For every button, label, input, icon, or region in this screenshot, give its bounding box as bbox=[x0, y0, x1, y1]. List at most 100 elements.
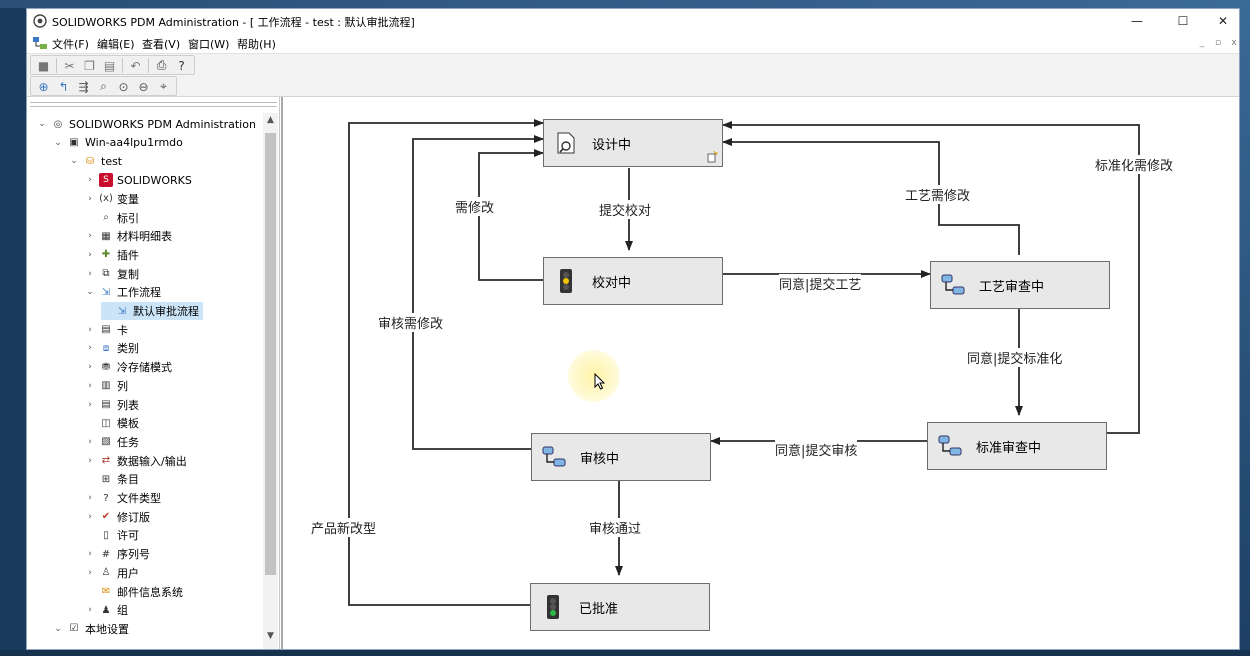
state-process-review[interactable]: 工艺审查中 bbox=[930, 261, 1110, 309]
tree-item[interactable]: ›♙用户 bbox=[85, 564, 139, 582]
chevron-right-icon[interactable]: › bbox=[88, 249, 92, 260]
tree-item[interactable]: ›?文件类型 bbox=[85, 489, 161, 507]
align-icon[interactable]: ⇶ bbox=[78, 79, 89, 94]
tree-item[interactable]: ›#序列号 bbox=[85, 545, 150, 563]
mdi-restore-button[interactable]: ▫ bbox=[1214, 38, 1222, 48]
transition-label-standard-revision[interactable]: 标准化需修改 bbox=[1095, 155, 1174, 174]
tree-item[interactable]: ›⇄数据输入/输出 bbox=[85, 452, 187, 470]
state-approved[interactable]: 已批准 bbox=[530, 583, 710, 631]
toolbar-separator bbox=[122, 58, 123, 73]
paste-icon[interactable]: ▤ bbox=[103, 58, 116, 73]
chevron-right-icon[interactable]: › bbox=[88, 380, 92, 391]
traffic-light-green-icon bbox=[541, 595, 565, 619]
tree-item[interactable]: ›▤列表 bbox=[85, 396, 139, 414]
transition-label-agree-process[interactable]: 同意|提交工艺 bbox=[779, 274, 862, 293]
chevron-right-icon[interactable]: › bbox=[88, 324, 92, 335]
tree-item[interactable]: ›⛃冷存储模式 bbox=[85, 358, 172, 376]
close-button[interactable]: ✕ bbox=[1217, 14, 1229, 28]
chevron-right-icon[interactable]: › bbox=[88, 511, 92, 522]
transition-label-agree-standard[interactable]: 同意|提交标准化 bbox=[967, 348, 1063, 367]
tree-item[interactable]: ⌄◎SOLIDWORKS PDM Administration bbox=[37, 115, 256, 133]
scroll-down-icon[interactable]: ▼ bbox=[267, 631, 274, 641]
tree-item[interactable]: ›▥列 bbox=[85, 377, 128, 395]
chevron-right-icon[interactable]: › bbox=[88, 231, 92, 242]
tree-item[interactable]: ›⧈类别 bbox=[85, 339, 139, 357]
chevron-right-icon[interactable]: › bbox=[88, 193, 92, 204]
undo-icon[interactable]: ↶ bbox=[130, 58, 141, 73]
chevron-right-icon[interactable]: › bbox=[88, 549, 92, 560]
chevron-down-icon[interactable]: ⌄ bbox=[54, 137, 62, 148]
toolbar-group: ■ ✂ ❐ ▤ ↶ ⎙ ? bbox=[30, 55, 195, 75]
menu-help[interactable]: 帮助(H) bbox=[237, 38, 276, 51]
tree-item[interactable]: ›▧任务 bbox=[85, 433, 139, 451]
chevron-right-icon[interactable]: › bbox=[88, 436, 92, 447]
tree-item[interactable]: ›▦材料明细表 bbox=[85, 227, 172, 245]
mdi-close-button[interactable]: x bbox=[1231, 38, 1237, 48]
tree-item[interactable]: ✉邮件信息系统 bbox=[85, 583, 183, 601]
menu-window[interactable]: 窗口(W) bbox=[188, 38, 230, 51]
mdi-minimize-button[interactable]: _ bbox=[1199, 38, 1205, 48]
tree-item[interactable]: ›✚插件 bbox=[85, 246, 139, 264]
chevron-right-icon[interactable]: › bbox=[88, 175, 92, 186]
tree-item[interactable]: ▯许可 bbox=[85, 526, 139, 544]
transition-label-product-revision[interactable]: 产品新改型 bbox=[311, 518, 377, 537]
tree-scrollbar[interactable]: ▲ ▼ bbox=[263, 113, 278, 649]
chevron-down-icon[interactable]: ⌄ bbox=[86, 287, 94, 298]
stop-icon[interactable]: ■ bbox=[37, 58, 50, 73]
zoom-out-icon[interactable]: ⊖ bbox=[138, 79, 149, 94]
scroll-up-icon[interactable]: ▲ bbox=[267, 115, 274, 125]
print-icon[interactable]: ⎙ bbox=[156, 58, 167, 72]
chevron-right-icon[interactable]: › bbox=[88, 268, 92, 279]
transition-label-process-revision[interactable]: 工艺需修改 bbox=[905, 185, 971, 204]
tree-item[interactable]: ›▤卡 bbox=[85, 321, 128, 339]
transition-label-audit-revision[interactable]: 审核需修改 bbox=[378, 313, 444, 332]
transition-label-audit-pass[interactable]: 审核通过 bbox=[589, 518, 642, 537]
tree-item[interactable]: ›♟组 bbox=[85, 601, 128, 619]
zoom-in-icon[interactable]: ⊙ bbox=[118, 79, 129, 94]
tree-item[interactable]: ⌄☑本地设置 bbox=[53, 620, 129, 638]
tree-item[interactable]: ⌕标引 bbox=[85, 209, 139, 227]
tree-item[interactable]: ⌄⇲工作流程 bbox=[85, 283, 161, 301]
chevron-down-icon[interactable]: ⌄ bbox=[38, 119, 46, 129]
tree-item[interactable]: ›(x)变量 bbox=[85, 190, 139, 208]
zoom-area-icon[interactable]: ⌖ bbox=[160, 79, 167, 93]
state-check[interactable]: 校对中 bbox=[543, 257, 723, 305]
chevron-down-icon[interactable]: ⌄ bbox=[54, 623, 62, 634]
tree-item[interactable]: ◫模板 bbox=[85, 414, 139, 432]
transition-label-needs-revision[interactable]: 需修改 bbox=[455, 197, 495, 216]
chevron-right-icon[interactable]: › bbox=[88, 455, 92, 466]
maximize-button[interactable]: ☐ bbox=[1177, 14, 1189, 28]
help-icon[interactable]: ? bbox=[178, 58, 185, 73]
state-standard-review[interactable]: 标准审查中 bbox=[927, 422, 1107, 470]
scroll-thumb[interactable] bbox=[265, 133, 276, 575]
menu-file[interactable]: 文件(F) bbox=[52, 38, 89, 51]
tree-item[interactable]: ›⧉复制 bbox=[85, 265, 139, 283]
cut-icon[interactable]: ✂ bbox=[64, 58, 75, 73]
chevron-right-icon[interactable]: › bbox=[88, 493, 92, 503]
new-transition-icon[interactable]: ↰ bbox=[58, 79, 69, 94]
state-audit[interactable]: 审核中 bbox=[531, 433, 711, 481]
tree-item[interactable]: ›✔修订版 bbox=[85, 508, 150, 526]
chevron-down-icon[interactable]: ⌄ bbox=[70, 156, 78, 167]
transition-label-agree-audit[interactable]: 同意|提交审核 bbox=[775, 440, 858, 459]
zoom-fit-icon[interactable]: ⌕ bbox=[100, 79, 107, 93]
workflow-canvas[interactable]: 设计中 校对中 工艺审查中 标准审查中 审核中 bbox=[281, 97, 1239, 649]
chevron-right-icon[interactable]: › bbox=[88, 343, 92, 354]
menu-view[interactable]: 查看(V) bbox=[142, 38, 181, 51]
tree-item[interactable]: ⇲默认审批流程 bbox=[101, 302, 203, 320]
panel-splitter[interactable] bbox=[30, 102, 277, 107]
transition-label-submit-check[interactable]: 提交校对 bbox=[599, 200, 652, 219]
tree-item[interactable]: ⌄▣Win-aa4lpu1rmdo bbox=[53, 134, 183, 152]
menu-edit[interactable]: 编辑(E) bbox=[97, 38, 135, 51]
chevron-right-icon[interactable]: › bbox=[88, 399, 92, 410]
new-state-icon[interactable]: ⊕ bbox=[38, 79, 49, 94]
copy-icon[interactable]: ❐ bbox=[84, 58, 95, 73]
tree-item[interactable]: ⊞条目 bbox=[85, 470, 139, 488]
chevron-right-icon[interactable]: › bbox=[88, 605, 92, 616]
minimize-button[interactable]: — bbox=[1131, 14, 1143, 28]
chevron-right-icon[interactable]: › bbox=[88, 567, 92, 578]
tree-item[interactable]: ⌄⛁test bbox=[69, 152, 122, 170]
state-design[interactable]: 设计中 bbox=[543, 119, 723, 167]
chevron-right-icon[interactable]: › bbox=[88, 362, 92, 373]
